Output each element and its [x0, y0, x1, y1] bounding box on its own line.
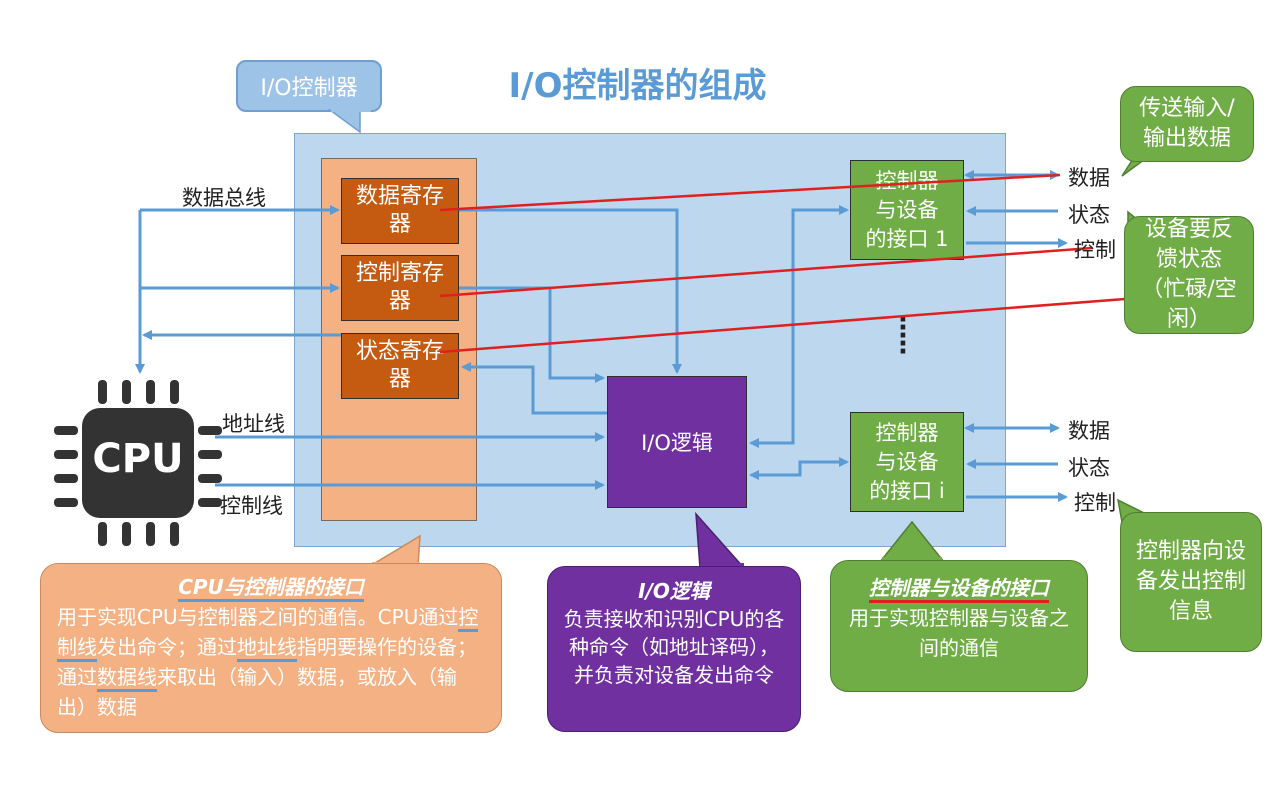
transfer-data-bubble: 传送输入/输出数据	[1120, 86, 1254, 162]
data-bus-label: 数据总线	[182, 186, 266, 210]
device-interface-1: 控制器 与设备 的接口 1	[850, 160, 964, 260]
device-interface-i-line1: 控制器	[875, 420, 939, 445]
device-interface-1-line1: 控制器	[875, 168, 939, 193]
ifi-control-label: 控制	[1074, 491, 1116, 515]
io-logic-bubble-title: I/O逻辑	[638, 579, 710, 603]
device-interface-1-line3: 的接口 1	[865, 226, 949, 251]
feedback-status-text: 设备要反馈状态（忙碌/空闲）	[1141, 217, 1237, 332]
device-interface-bubble: 控制器与设备的接口 用于实现控制器与设备之间的通信	[830, 560, 1088, 692]
ifi-data-label: 数据	[1068, 419, 1110, 443]
logic-to-interface-i	[749, 457, 849, 480]
send-control-bubble: 控制器向设备发出控制信息	[1120, 512, 1262, 652]
bubble-tail-orange	[367, 534, 421, 567]
control-register: 控制寄存器	[341, 255, 459, 321]
data-register-label: 数据寄存器	[355, 184, 444, 237]
status-register: 状态寄存器	[341, 333, 459, 399]
device-interface-bubble-title: 控制器与设备的接口	[845, 573, 1073, 603]
io-logic-bubble: I/O逻辑 负责接收和识别CPU的各种命令（如地址译码），并负责对设备发出命令	[547, 566, 801, 732]
red-line-status	[439, 296, 1139, 354]
io-controller-callout: I/O控制器	[236, 60, 382, 112]
device-interface-bubble-body: 用于实现控制器与设备之间的通信	[849, 606, 1069, 660]
io-logic-block: I/O逻辑	[607, 376, 747, 508]
if1-control-label: 控制	[1074, 238, 1116, 262]
bubble-tail-purple	[695, 511, 746, 569]
send-control-text: 控制器向设备发出控制信息	[1135, 539, 1246, 624]
cpu-interface-bubble: CPU与控制器的接口 用于实现CPU与控制器之间的通信。CPU通过控制线发出命令…	[40, 563, 502, 733]
page-title: I/O控制器的组成	[508, 66, 767, 106]
device-interface-i-line3: 的接口 i	[869, 478, 945, 503]
data-register: 数据寄存器	[341, 178, 459, 244]
feedback-status-bubble: 设备要反馈状态（忙碌/空闲）	[1124, 216, 1254, 334]
ifi-status-label: 状态	[1068, 456, 1110, 480]
logic-to-interface-1	[749, 205, 849, 448]
callout-tail-blue	[327, 109, 361, 134]
if1-status-label: 状态	[1068, 203, 1110, 227]
device-interface-1-line2: 与设备	[875, 197, 939, 222]
device-interface-i: 控制器 与设备 的接口 i	[850, 412, 964, 512]
control-register-label: 控制寄存器	[355, 261, 444, 314]
control-line-label: 控制线	[220, 494, 283, 518]
cpu-chip-icon	[54, 380, 222, 546]
device-interface-i-line2: 与设备	[875, 449, 939, 474]
red-line-data	[439, 173, 1061, 212]
cpu-interface-title: CPU与控制器的接口	[57, 572, 485, 602]
control-reg-to-logic	[459, 286, 605, 383]
cpu-label: CPU	[92, 436, 184, 482]
transfer-data-text: 传送输入/输出数据	[1139, 96, 1235, 151]
bubble-tail-green-2	[878, 520, 946, 563]
data-reg-to-logic	[459, 208, 682, 374]
ellipsis-vertical: ·····	[898, 305, 908, 367]
io-logic-bubble-body: 负责接收和识别CPU的各种命令（如地址译码），并负责对设备发出命令	[563, 607, 785, 687]
address-line-label: 地址线	[222, 412, 285, 436]
cpu-interface-body: 用于实现CPU与控制器之间的通信。CPU通过控制线发出命令；通过地址线指明要操作…	[57, 605, 479, 719]
logic-to-status-reg	[461, 362, 607, 415]
if1-data-label: 数据	[1068, 166, 1110, 190]
io-logic-label: I/O逻辑	[641, 431, 713, 455]
red-line-control	[439, 246, 1093, 298]
status-register-label: 状态寄存器	[355, 339, 444, 392]
